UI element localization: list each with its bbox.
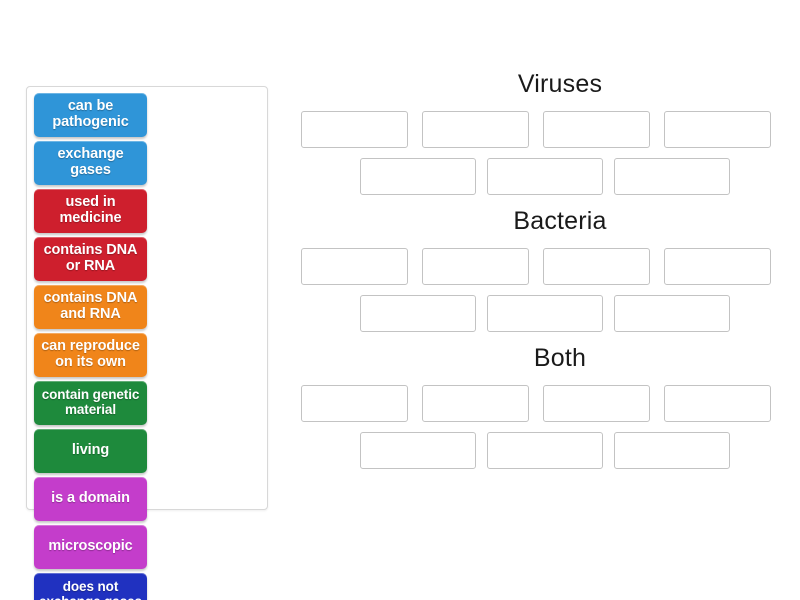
drop-slot-row (295, 111, 785, 148)
answer-tile[interactable]: exchange gases (34, 141, 147, 185)
drop-slot[interactable] (614, 295, 730, 332)
answer-tile[interactable]: is a domain (34, 477, 147, 521)
drop-slot-row (295, 432, 785, 469)
drop-slot[interactable] (664, 111, 771, 148)
answer-tile[interactable]: living (34, 429, 147, 473)
answer-tile[interactable]: contains DNA and RNA (34, 285, 147, 329)
answer-tile[interactable]: can be pathogenic (34, 93, 147, 137)
answer-tile-label: contains DNA or RNA (43, 242, 138, 274)
drop-slot[interactable] (360, 432, 476, 469)
drop-slot-row (295, 158, 785, 195)
answer-tile[interactable]: contains DNA or RNA (34, 237, 147, 281)
answer-tile-label: living (71, 442, 110, 459)
drop-slot[interactable] (301, 111, 408, 148)
drop-slot[interactable] (543, 385, 650, 422)
answer-tile-label: contains DNA and RNA (43, 290, 138, 322)
drop-slot[interactable] (422, 248, 529, 285)
drop-slot[interactable] (487, 295, 603, 332)
drop-slot[interactable] (543, 111, 650, 148)
category-group: Viruses (295, 72, 785, 195)
drop-slot[interactable] (422, 111, 529, 148)
answer-tile-label: can reproduce on its own (41, 338, 140, 370)
drop-slot[interactable] (360, 295, 476, 332)
drop-slot[interactable] (664, 385, 771, 422)
category-group: Both (295, 346, 785, 469)
category-group: Bacteria (295, 209, 785, 332)
answer-tile[interactable]: does not exchange gases (34, 573, 147, 600)
drop-slot[interactable] (543, 248, 650, 285)
drop-slot[interactable] (664, 248, 771, 285)
drop-slot[interactable] (614, 158, 730, 195)
answer-tile-label: is a domain (51, 490, 130, 507)
answer-tile-tray: can be pathogenic exchange gases used in m… (26, 86, 268, 600)
answer-tile-label: does not exchange gases (39, 579, 142, 600)
category-title: Bacteria (513, 207, 607, 235)
drop-slot-row (295, 385, 785, 422)
answer-tile[interactable]: can reproduce on its own (34, 333, 147, 377)
category-title: Both (533, 344, 587, 372)
answer-tile[interactable]: contain genetic material (34, 381, 147, 425)
drop-slot[interactable] (422, 385, 529, 422)
answer-tile-label: exchange gases (57, 146, 124, 178)
answer-tile[interactable]: used in medicine (34, 189, 147, 233)
drop-slot-row (295, 248, 785, 285)
drop-slot[interactable] (487, 158, 603, 195)
drop-slot[interactable] (614, 432, 730, 469)
drop-slot-row (295, 295, 785, 332)
answer-tile-label: used in medicine (59, 194, 122, 226)
drop-slot[interactable] (301, 385, 408, 422)
answer-tile-label: can be pathogenic (52, 98, 129, 130)
answer-tile-label: microscopic (48, 538, 133, 555)
answer-tile[interactable]: microscopic (34, 525, 147, 569)
category-title: Viruses (517, 70, 603, 98)
drop-slot[interactable] (301, 248, 408, 285)
answer-tile-label: contain genetic material (41, 387, 140, 417)
drop-slot[interactable] (487, 432, 603, 469)
drop-slot[interactable] (360, 158, 476, 195)
